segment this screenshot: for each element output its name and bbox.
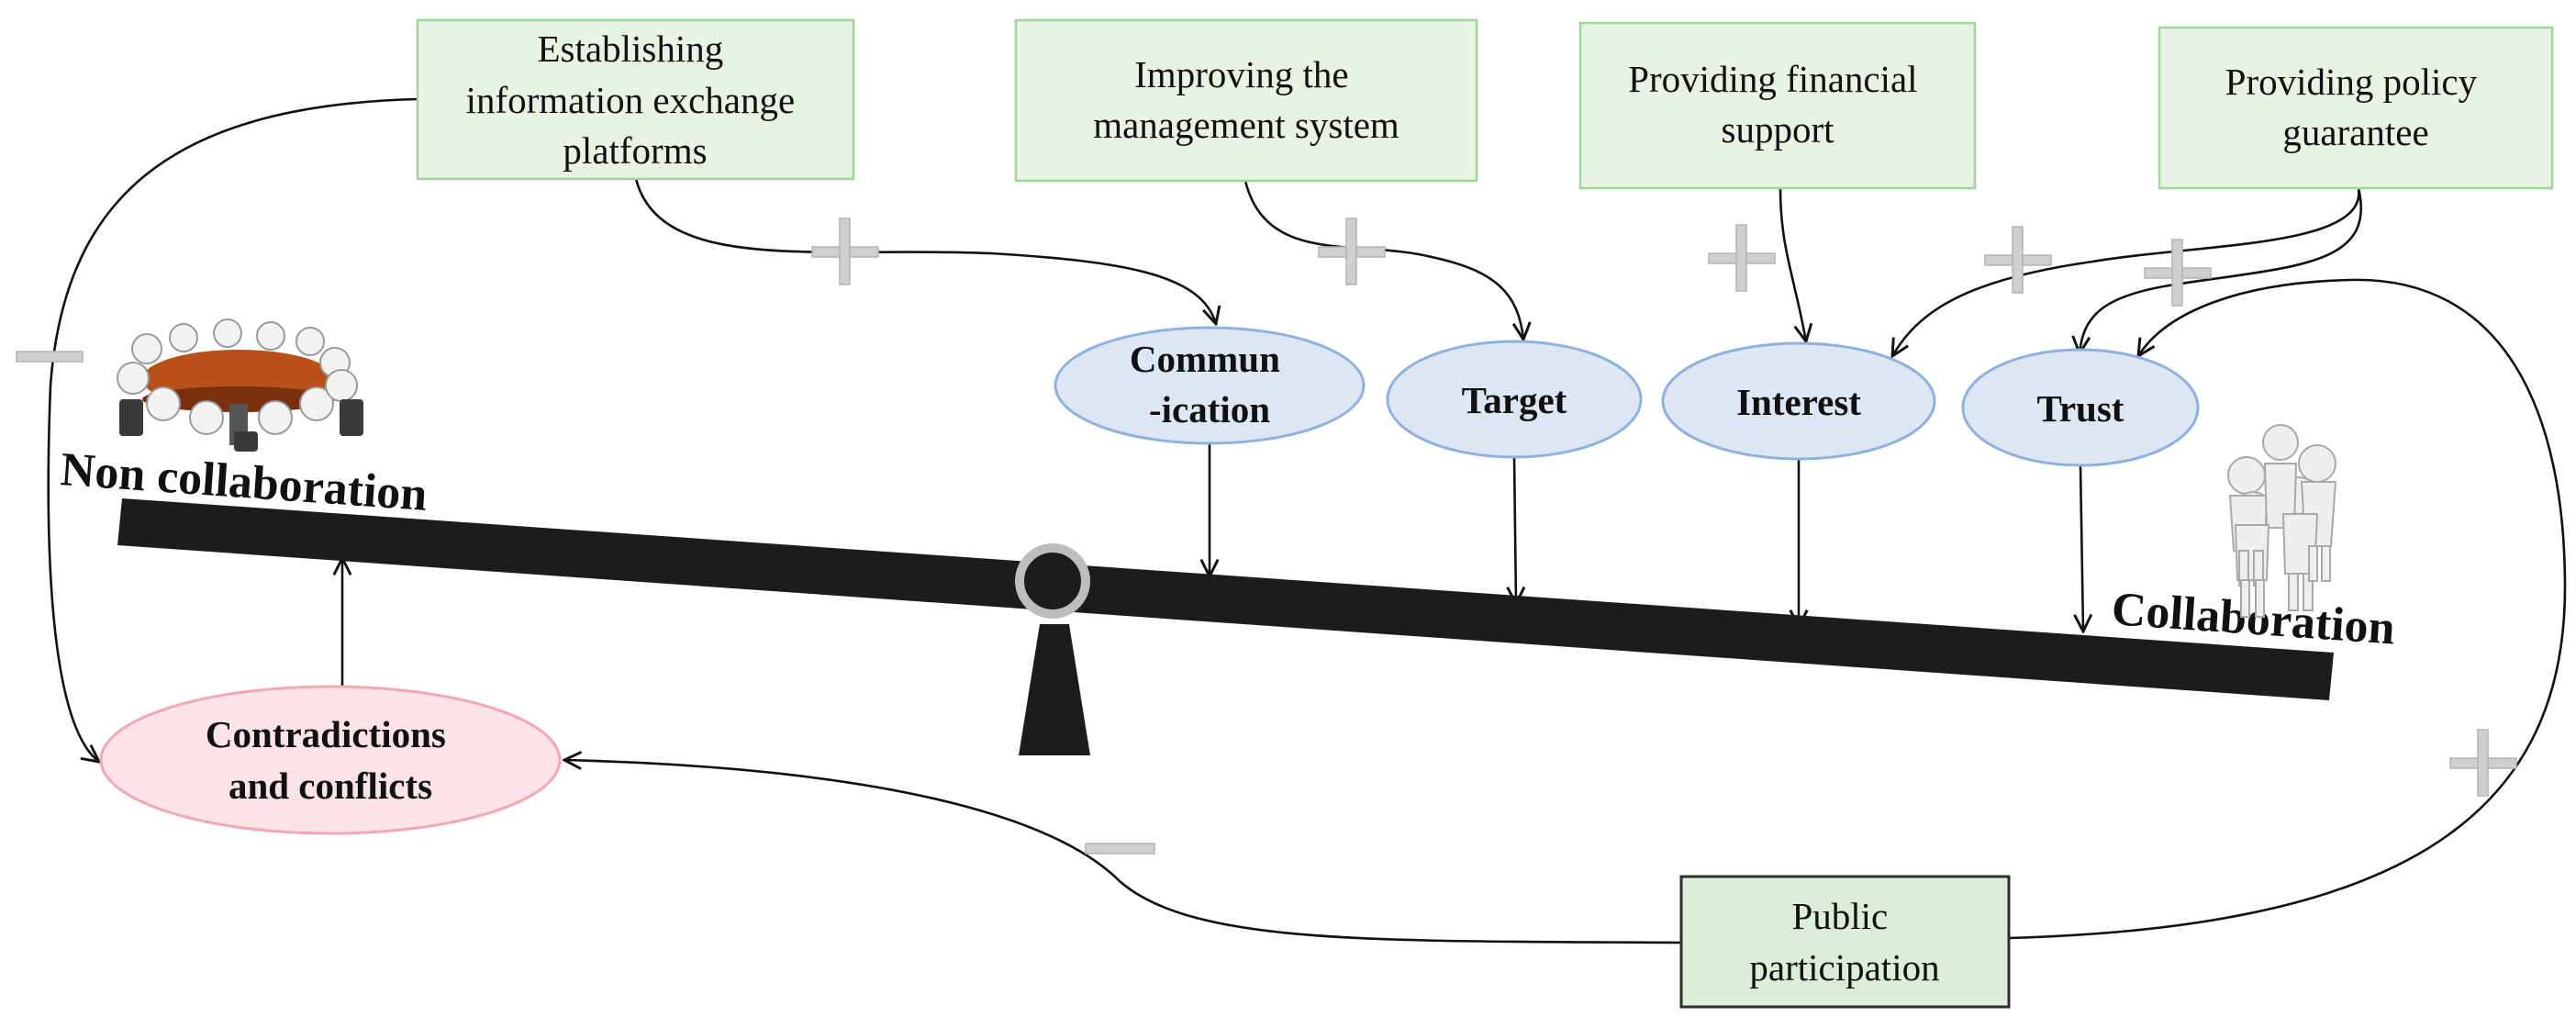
- box-information-platforms-line3: platforms: [563, 129, 707, 172]
- box-management-system: Improving the management system: [1014, 18, 1478, 183]
- box-policy-guarantee: Providing policy guarantee: [2158, 26, 2554, 190]
- box-financial-support-line1: Providing financial: [1628, 58, 1917, 100]
- oval-communication: Commun -ication: [1054, 326, 1366, 445]
- box-public-participation: Public participation: [1679, 875, 2011, 1009]
- plus-sign-management: [1318, 218, 1386, 285]
- oval-contradictions-line1: Contradictions: [206, 713, 446, 755]
- svg-text:Public participation: Public participation: [1749, 895, 1939, 989]
- oval-interest-label: Interest: [1736, 381, 1861, 423]
- oval-communication-line2: -ication: [1149, 388, 1270, 430]
- polarity-signs: [16, 218, 2517, 855]
- oval-communication-line1: Commun: [1130, 338, 1280, 380]
- collaborating-people-illustration: [2227, 424, 2337, 618]
- arrow-public-to-conflicts: [564, 760, 1682, 944]
- arrow-policy-to-trust: [2080, 187, 2362, 353]
- svg-text:Improving the management: Improving the management system: [1093, 53, 1400, 146]
- arrow-policy-to-interest: [1892, 187, 2360, 356]
- plus-sign-platforms: [811, 218, 879, 285]
- plus-sign-policy-trust: [2144, 239, 2212, 307]
- seesaw: [117, 498, 2334, 755]
- box-information-platforms-line2: information exchange: [466, 79, 796, 121]
- box-financial-support-line2: support: [1722, 108, 1835, 151]
- oval-contradictions-line2: and conflicts: [229, 765, 432, 807]
- minus-sign-public-conflicts: [1085, 843, 1155, 855]
- box-public-participation-line1: Public: [1791, 895, 1888, 937]
- seesaw-fulcrum: [1019, 624, 1090, 755]
- svg-text:Providing policy guarant: Providing policy guarantee: [2225, 61, 2487, 153]
- svg-text:Providing financial supp: Providing financial support: [1628, 58, 1927, 151]
- oval-target: Target: [1386, 340, 1643, 459]
- plus-sign-public-trust: [2449, 729, 2517, 797]
- oval-interest: Interest: [1661, 341, 1936, 461]
- box-public-participation-line2: participation: [1749, 946, 1939, 989]
- arrow-target-to-beam: [1514, 456, 1516, 604]
- oval-trust: Trust: [1961, 348, 2200, 467]
- arrow-public-to-trust: [2009, 278, 2567, 940]
- box-information-platforms: Establishing information exchange platfo…: [416, 18, 855, 181]
- box-policy-guarantee-line2: guarantee: [2282, 111, 2428, 153]
- svg-text:Establishing information: Establishing information exchange platfo…: [466, 28, 805, 172]
- box-policy-guarantee-line1: Providing policy: [2225, 61, 2478, 103]
- arrow-financial-to-interest: [1779, 187, 1806, 341]
- arrow-platforms-to-communication: [634, 178, 1216, 324]
- meeting-table-illustration: [117, 318, 363, 452]
- plus-sign-policy-interest: [1984, 226, 2052, 294]
- plus-sign-financial: [1708, 224, 1776, 292]
- arrow-management-to-target: [1243, 180, 1523, 340]
- oval-target-label: Target: [1462, 379, 1567, 421]
- box-management-system-line1: Improving the: [1134, 53, 1348, 95]
- oval-contradictions-conflicts: Contradictions and conflicts: [99, 685, 562, 835]
- svg-text:Contradictions and confl: Contradictions and conflicts: [206, 713, 455, 807]
- svg-text:Commun -ication: Commun -ication: [1130, 338, 1289, 430]
- box-financial-support: Providing financial support: [1578, 21, 1977, 190]
- connectors: [47, 97, 2567, 944]
- seesaw-pivot: [1015, 543, 1090, 619]
- box-information-platforms-line1: Establishing: [538, 28, 724, 70]
- minus-sign-platforms-conflicts: [16, 351, 84, 363]
- arrow-trust-to-beam: [2080, 464, 2083, 631]
- oval-trust-label: Trust: [2037, 387, 2124, 430]
- box-management-system-line2: management system: [1093, 104, 1400, 146]
- seesaw-beam: [117, 498, 2334, 700]
